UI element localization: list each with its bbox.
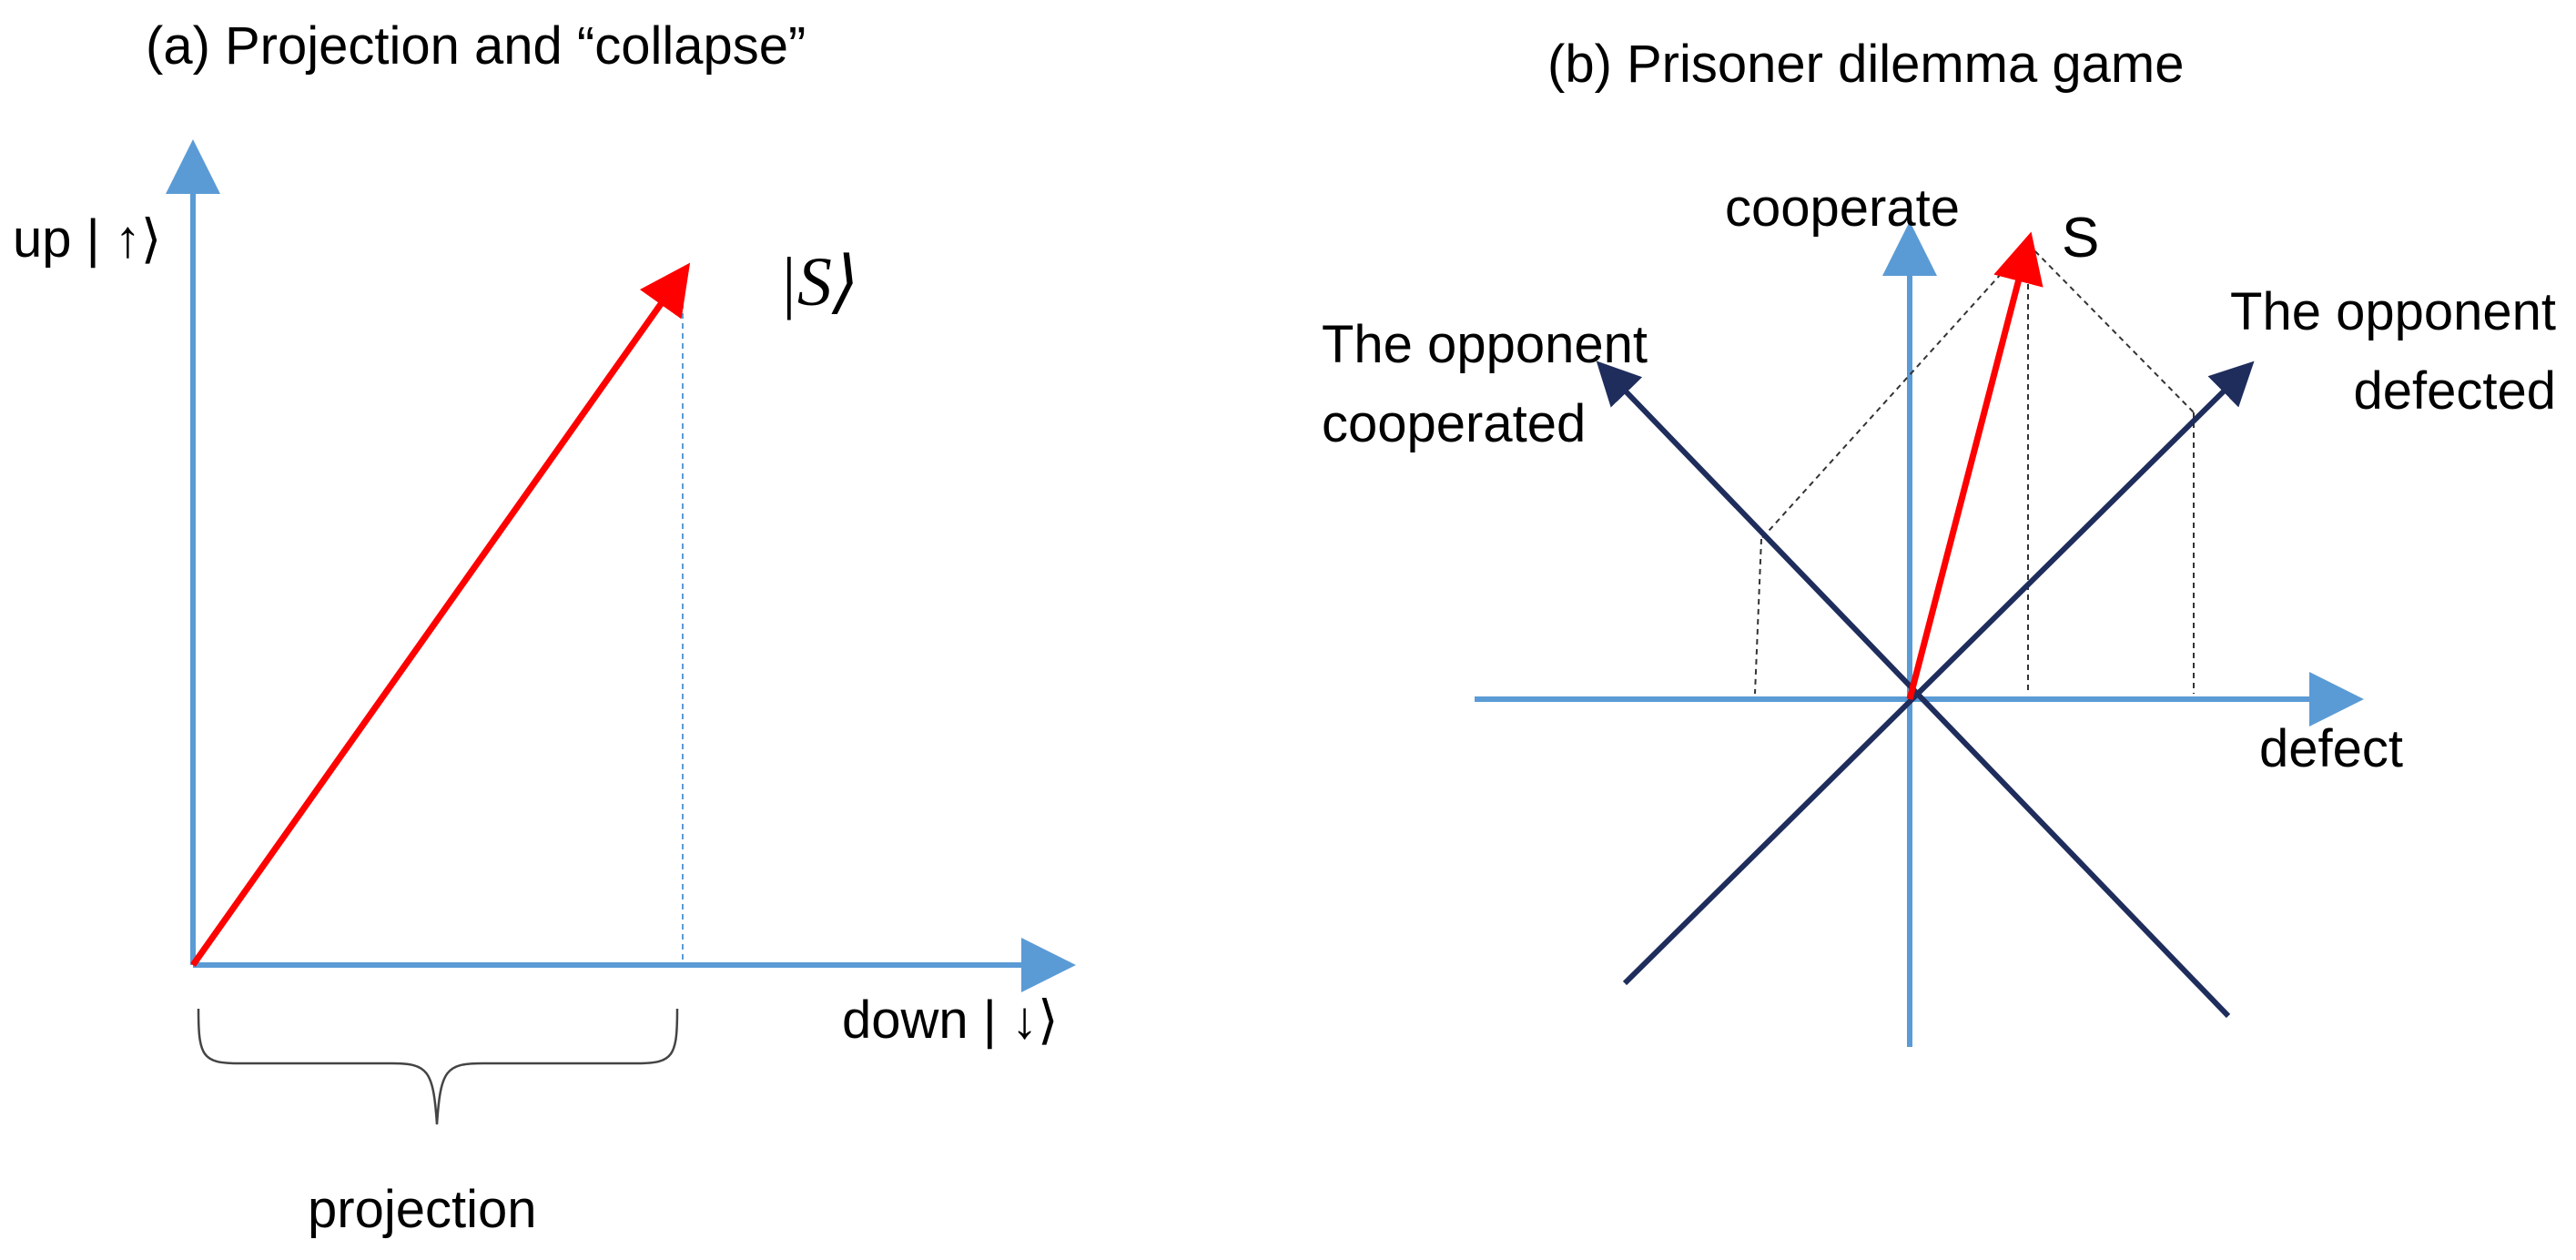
- panel-b-y-axis-label: cooperate: [1725, 178, 1960, 238]
- panel-b-projection-guides: [1754, 243, 2195, 695]
- panel-a-brace-label: projection: [308, 1180, 536, 1239]
- panel-a-y-axis-label: up | ↑⟩: [13, 209, 161, 269]
- panel-b-state-vector: [1906, 231, 2044, 700]
- panel-a-state-vector: [190, 262, 691, 968]
- panel-a-projection-brace: [197, 1008, 679, 1125]
- panel-b-left-basis-label-line1: The opponent: [1322, 315, 1648, 374]
- panel-b-title: (b) Prisoner dilemma game: [1547, 35, 2184, 94]
- panel-a-title: (a) Projection and “collapse”: [146, 16, 806, 76]
- panel-a-vector-label: |S⟩: [778, 244, 859, 320]
- panel-a: (a) Projection and “collapse” up | ↑⟩ do…: [13, 16, 1076, 1239]
- panel-b: (b) Prisoner dilemma game cooperate S de…: [1322, 35, 2556, 1047]
- panel-b-left-basis-label-line2: cooperated: [1322, 394, 1586, 453]
- panel-a-x-axis-label: down | ↓⟩: [842, 991, 1059, 1050]
- panel-b-x-axis-label: defect: [2259, 719, 2403, 778]
- panel-b-right-basis-label-line1: The opponent: [2230, 282, 2556, 341]
- panel-b-right-basis-label-line2: defected: [2353, 361, 2556, 421]
- panel-b-vector-label: S: [2062, 207, 2099, 269]
- panel-b-opponent-defected-vector: [1622, 361, 2255, 986]
